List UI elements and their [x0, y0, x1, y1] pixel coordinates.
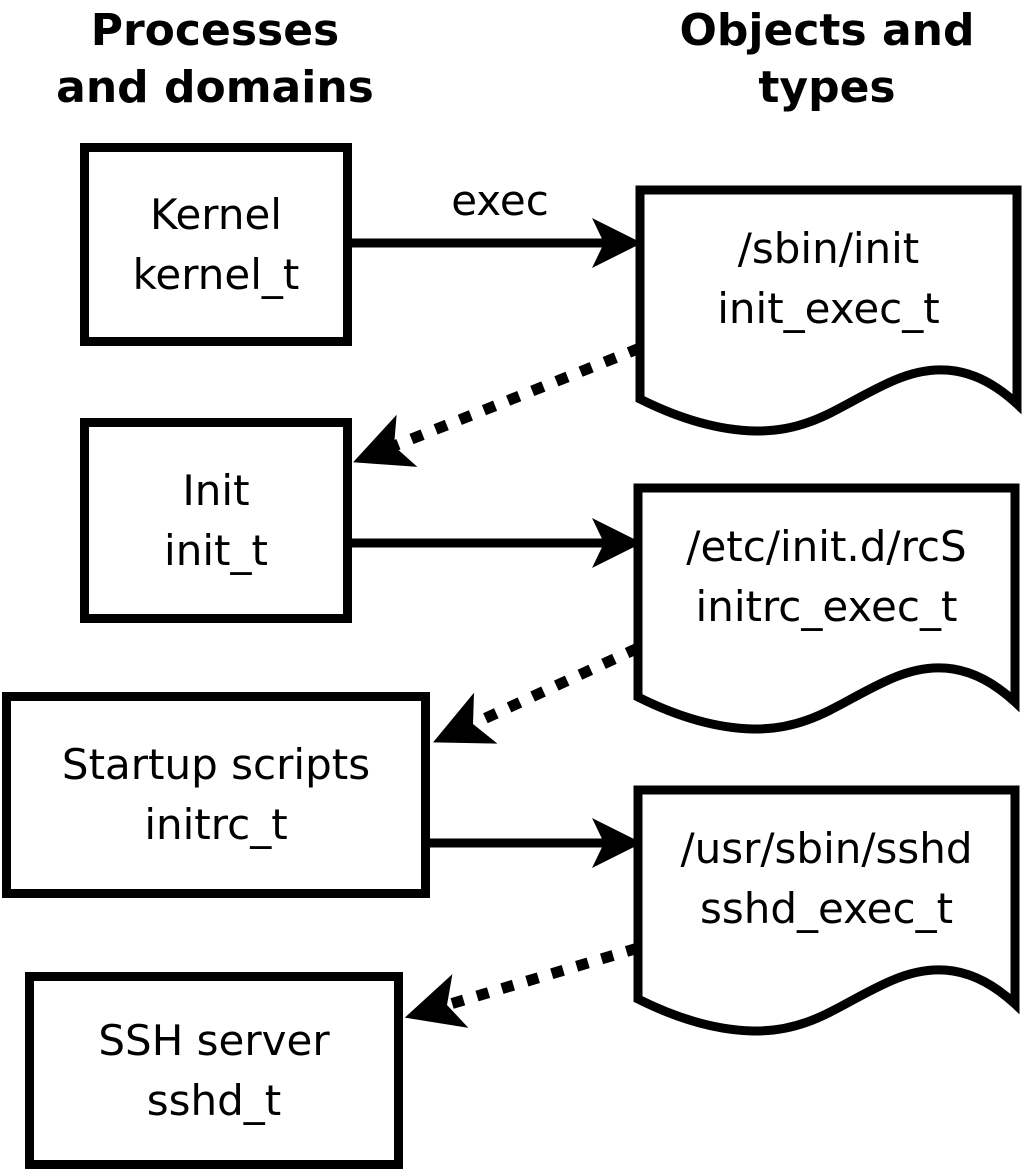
- object-doc-label-usr-sbin-sshd: /usr/sbin/sshd sshd_exec_t: [638, 819, 1015, 939]
- process-name: Init: [182, 465, 250, 515]
- process-name: Kernel: [150, 189, 282, 239]
- header-line: Objects and: [679, 5, 975, 56]
- document-shape-sbin-init: [635, 185, 1022, 436]
- exec-arrow-label: exec: [451, 176, 549, 225]
- column-header-objects: Objects and types: [630, 2, 1024, 116]
- domain-type: kernel_t: [132, 249, 300, 299]
- process-box-ssh-server: SSH server sshd_t: [25, 972, 403, 1169]
- object-path: /usr/sbin/sshd: [680, 824, 973, 873]
- transition-arrow-initrc-exec-to-initrc: [433, 643, 641, 744]
- process-box-init: Init init_t: [80, 418, 352, 623]
- object-type: sshd_exec_t: [699, 884, 954, 934]
- document-shape-etc-initd-rcs: [633, 483, 1020, 734]
- domain-type: sshd_t: [146, 1075, 282, 1125]
- header-line: Processes: [90, 5, 340, 56]
- header-line: types: [758, 62, 896, 114]
- process-name: Startup scripts: [61, 740, 371, 790]
- object-path: /sbin/init: [737, 224, 920, 273]
- object-doc-label-etc-initd-rcs: /etc/init.d/rcS initrc_exec_t: [638, 517, 1015, 637]
- object-type: initrc_exec_t: [695, 582, 958, 632]
- process-name: SSH server: [98, 1015, 330, 1065]
- object-path: /etc/init.d/rcS: [686, 522, 967, 571]
- transition-arrow-sshd-exec-to-sshd: [404, 942, 640, 1028]
- domain-type: initrc_t: [144, 800, 288, 849]
- header-line: and domains: [56, 62, 374, 114]
- object-type: init_exec_t: [717, 284, 940, 334]
- document-shape-usr-sbin-sshd: [633, 785, 1020, 1036]
- object-doc-label-sbin-init: /sbin/init init_exec_t: [640, 219, 1017, 339]
- column-header-processes: Processes and domains: [15, 2, 415, 116]
- transition-arrow-init-exec-to-init: [353, 342, 643, 467]
- process-box-kernel: Kernel kernel_t: [80, 143, 352, 346]
- domain-type: init_t: [164, 525, 268, 575]
- process-box-startup-scripts: Startup scripts initrc_t: [2, 692, 430, 898]
